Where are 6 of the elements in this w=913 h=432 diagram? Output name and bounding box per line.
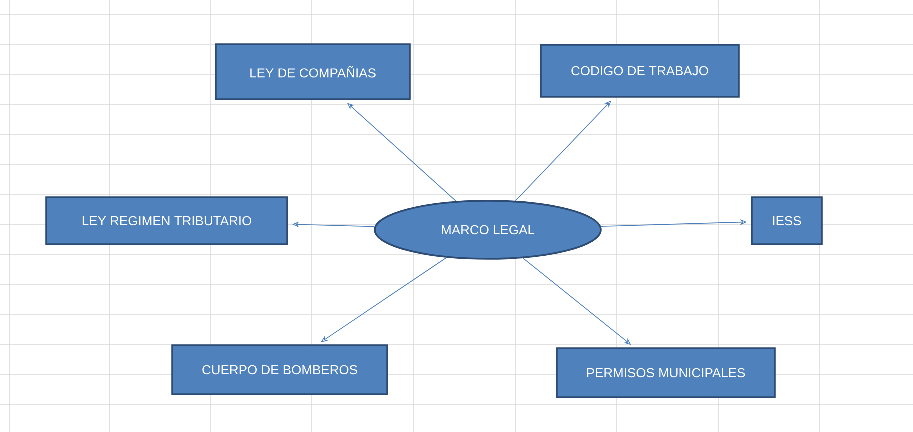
- law-box: LEY DE COMPAÑIAS: [215, 44, 411, 100]
- law-box: IESS: [751, 196, 823, 246]
- law-box: PERMISOS MUNICIPALES: [556, 348, 776, 398]
- law-box: LEY REGIMEN TRIBUTARIO: [46, 196, 288, 246]
- law-box: CUERPO DE BOMBEROS: [172, 344, 388, 396]
- law-box: CODIGO DE TRABAJO: [540, 44, 740, 98]
